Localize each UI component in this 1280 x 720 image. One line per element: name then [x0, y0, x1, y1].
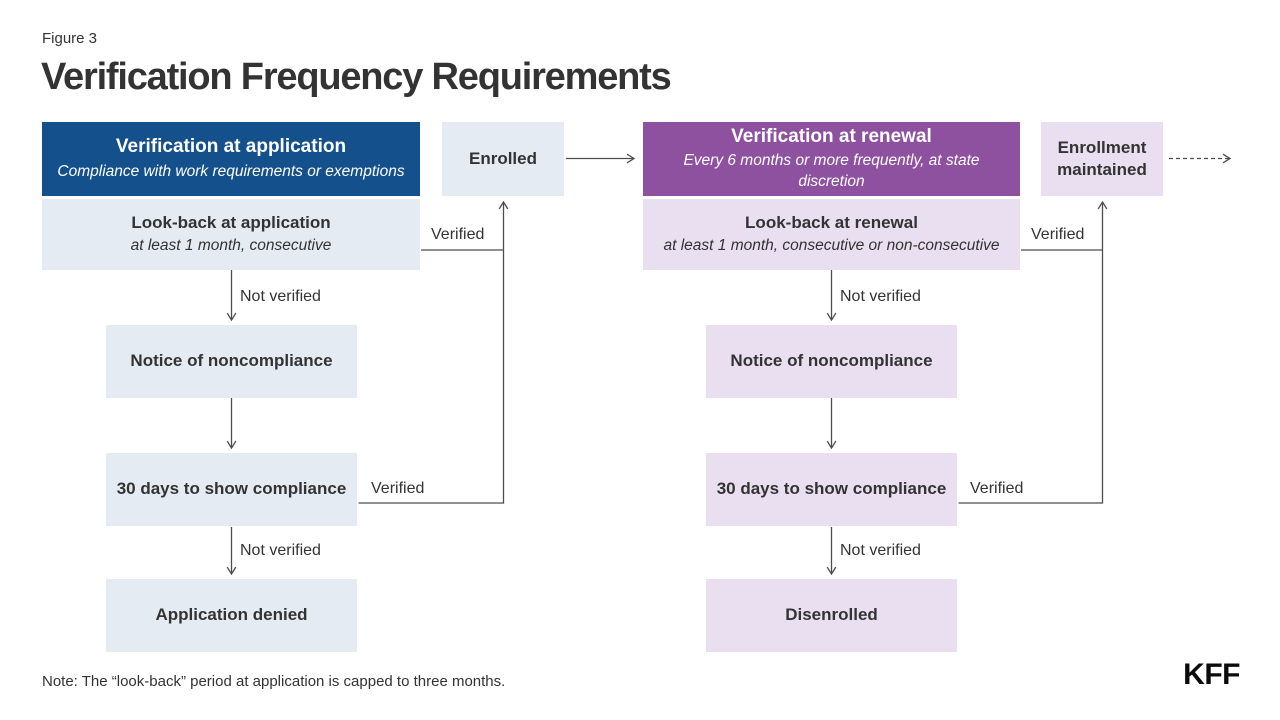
kff-logo: KFF — [1183, 658, 1240, 691]
renewal-verified-label-2: Verified — [970, 480, 1024, 497]
renewal-notice-label: Notice of noncompliance — [730, 351, 933, 371]
application-notice-label: Notice of noncompliance — [130, 351, 333, 371]
line-ren-window-verified — [958, 200, 1108, 504]
renewal-compliance-window-label: 30 days to show compliance — [716, 479, 947, 499]
enrolled-label: Enrolled — [468, 148, 537, 168]
application-verified-label-2: Verified — [371, 480, 425, 497]
enrollment-maintained-label: Enrollment maintained — [1057, 137, 1147, 179]
application-compliance-window-label: 30 days to show compliance — [116, 479, 347, 499]
renewal-header-box: Verification at renewal Every 6 months o… — [643, 122, 1020, 196]
renewal-not-verified-label-2: Not verified — [840, 542, 921, 559]
renewal-notice-box: Notice of noncompliance — [706, 325, 957, 398]
application-header-title: Verification at application — [115, 136, 347, 158]
application-denied-box: Application denied — [106, 579, 357, 652]
enrolled-box: Enrolled — [442, 122, 564, 196]
renewal-header-subtitle: Every 6 months or more frequently, at st… — [683, 152, 980, 191]
enrollment-maintained-box: Enrollment maintained — [1041, 122, 1163, 196]
figure-label: Figure 3 — [42, 30, 98, 47]
application-compliance-window-box: 30 days to show compliance — [106, 453, 357, 526]
application-lookback-subtitle: at least 1 month, consecutive — [130, 237, 332, 255]
disenrolled-label: Disenrolled — [785, 605, 878, 625]
application-not-verified-label-1: Not verified — [240, 288, 321, 305]
application-not-verified-label-2: Not verified — [240, 542, 321, 559]
application-header-box: Verification at application Compliance w… — [42, 122, 420, 196]
renewal-header-title: Verification at renewal — [731, 125, 932, 147]
page-title: Verification Frequency Requirements — [41, 56, 672, 98]
renewal-not-verified-label-1: Not verified — [840, 288, 921, 305]
application-denied-label: Application denied — [155, 605, 308, 625]
renewal-lookback-subtitle: at least 1 month, consecutive or non-con… — [663, 237, 1000, 255]
application-lookback-title: Look-back at application — [131, 212, 331, 232]
line-app-window-verified — [358, 200, 509, 504]
renewal-lookback-box: Look-back at renewal at least 1 month, c… — [643, 199, 1020, 270]
disenrolled-box: Disenrolled — [706, 579, 957, 652]
renewal-lookback-title: Look-back at renewal — [745, 212, 918, 232]
application-lookback-box: Look-back at application at least 1 mont… — [42, 199, 420, 270]
renewal-verified-label-1: Verified — [1031, 226, 1085, 243]
renewal-compliance-window-box: 30 days to show compliance — [706, 453, 957, 526]
application-notice-box: Notice of noncompliance — [106, 325, 357, 398]
application-header-subtitle: Compliance with work requirements or exe… — [57, 162, 405, 180]
application-verified-label-1: Verified — [431, 226, 485, 243]
footnote: Note: The “look-back” period at applicat… — [42, 673, 506, 690]
